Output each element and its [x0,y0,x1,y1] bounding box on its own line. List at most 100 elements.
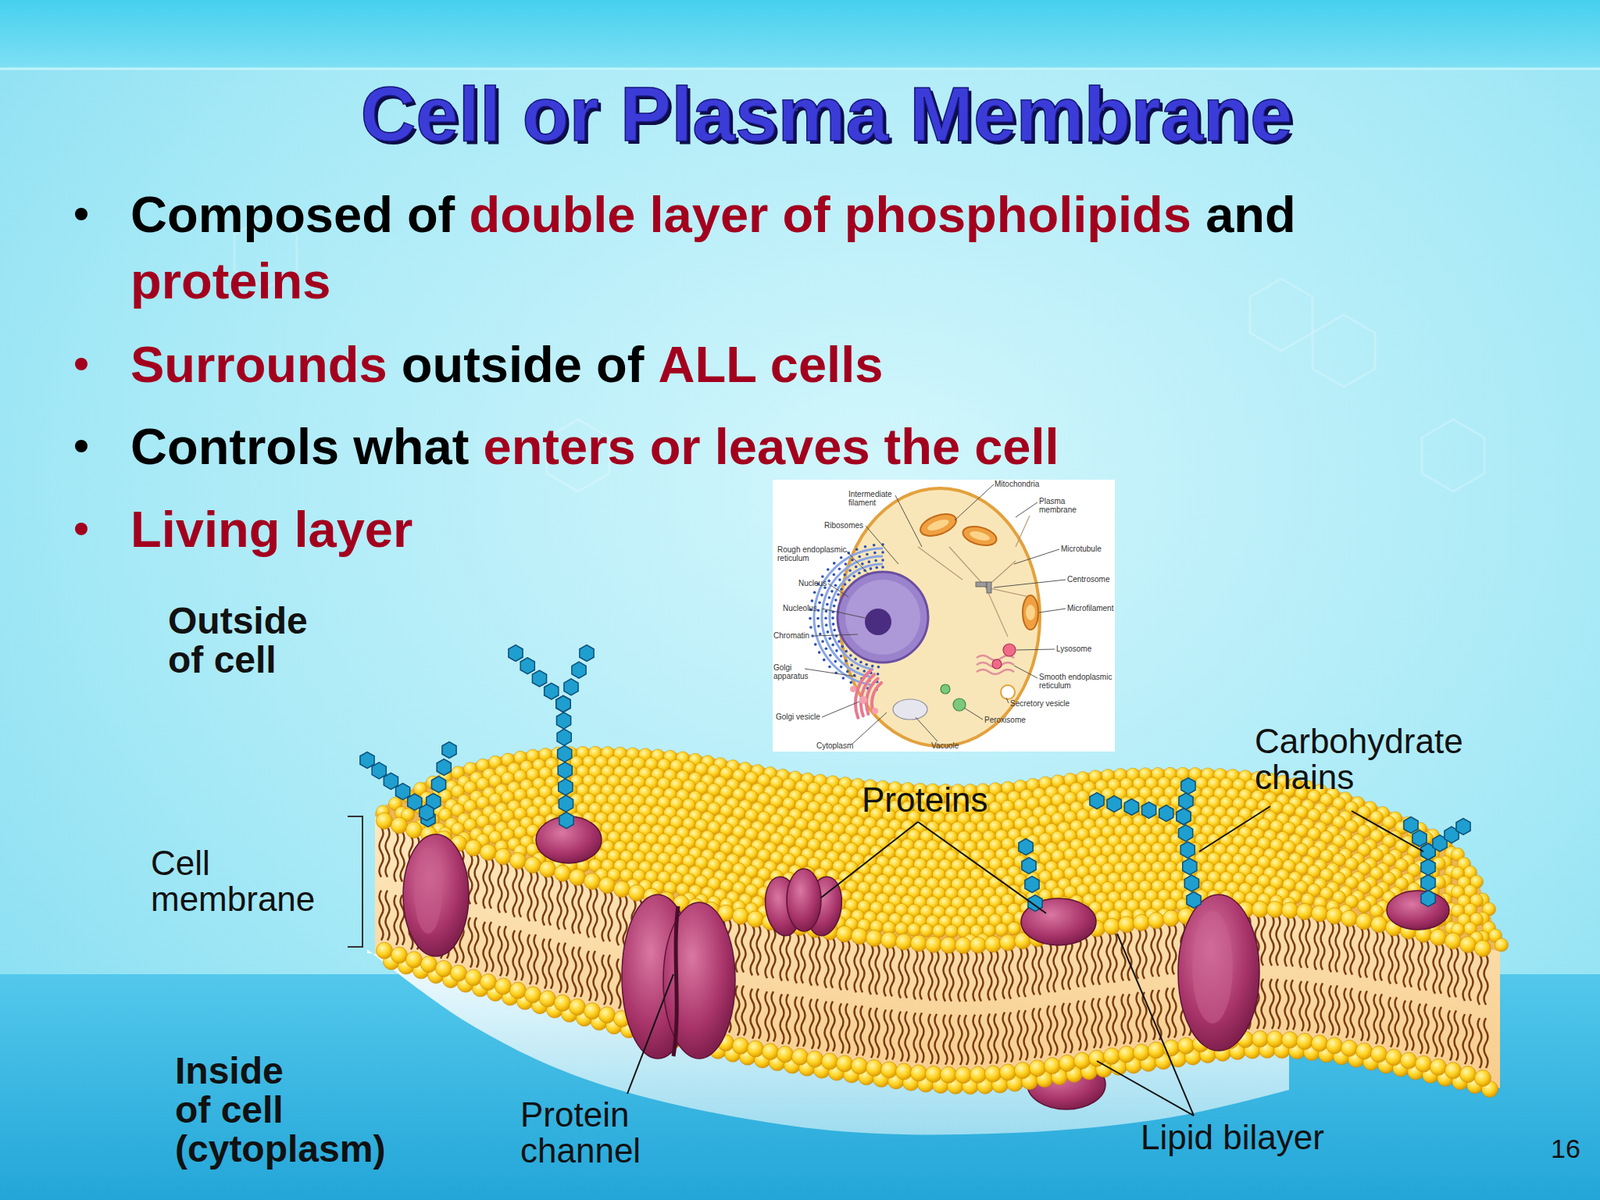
sugar-unit [558,795,573,812]
phospholipid-head [881,932,898,949]
phospholipid-head [1296,1032,1314,1050]
fatty-acid-tail [519,867,524,918]
phospholipid-head [807,1050,824,1068]
smooth-er-tubule [976,669,1015,675]
fatty-acid-tail [973,1014,978,1065]
fatty-acid-tail [825,1001,829,1052]
fatty-acid-tail [1151,926,1156,977]
phospholipid-head [1014,1062,1032,1079]
golgi-vesicle [859,696,868,704]
ribosome [856,667,860,671]
phospholipid-head [554,864,572,882]
phospholipid-head [599,1007,616,1024]
fatty-acid-tail [950,1014,954,1065]
fatty-acid-tail [1395,933,1400,984]
phospholipid-head [421,956,438,973]
leader-line [846,550,869,575]
ribosome [835,649,839,653]
fatty-acid-tail [1039,1007,1043,1058]
ribosome [817,609,821,613]
golgi-vesicle [871,707,879,715]
inset-background [772,479,1115,752]
centriole [975,582,987,587]
leader-line [1199,806,1271,852]
fatty-acid-tail [1136,992,1141,1043]
fatty-acid-tail [771,991,776,1042]
fatty-acid-tail [1077,1000,1082,1051]
fatty-acid-tail [498,925,503,976]
fatty-acid-tail [528,934,533,985]
ribosome [824,616,828,620]
fatty-acid-tail [1433,943,1438,994]
phospholipid-head [569,998,586,1015]
fatty-acid-tail [1107,932,1111,983]
fatty-acid-tail [920,949,925,1000]
fatty-acid-tail [1083,1000,1088,1051]
top-band [0,0,1600,69]
channel-protein [663,902,736,1059]
fatty-acid-tail [1374,930,1379,981]
fatty-acid-tail [920,1012,925,1063]
fatty-acid-tail [1359,927,1364,978]
phospholipid-head [1430,928,1447,946]
phospholipid-head [1371,916,1388,933]
fatty-acid-tail [1107,996,1111,1047]
fatty-acid-tail [780,930,785,981]
phospholipid-head [1430,1058,1447,1075]
ribosome [876,672,880,676]
fatty-acid-tail [1032,944,1037,995]
leader-line [895,495,922,547]
fatty-acid-tail [475,917,479,968]
ribosome [853,657,858,661]
phospholipid-head [1000,934,1017,951]
mitochondrion-inner [926,517,951,533]
fatty-acid-tail [1121,930,1126,981]
fatty-acid-tail [914,949,918,1000]
fatty-acid-tail [757,925,761,975]
fatty-acid-tail [513,930,518,981]
phospholipid-head [391,817,408,834]
phospholipid-head [762,1043,779,1061]
ribosome [855,547,859,551]
mitochondrion [917,510,959,541]
ribosome [826,630,830,634]
leader-line [627,974,674,1094]
leader-line [1006,697,1009,704]
fatty-acid-tail [578,946,583,997]
fatty-acid-tail [854,1005,859,1056]
sugar-unit [1018,839,1033,856]
filament [1015,515,1030,547]
fatty-acid-tail [1335,921,1340,972]
phospholipid-head [910,935,928,952]
fatty-acid-tail [578,883,583,934]
fatty-acid-tail [1062,939,1067,990]
fatty-acid-tail [1098,935,1103,986]
bilayer-cross-section [375,816,1500,1089]
phospholipid-head [1282,902,1299,919]
sugar-unit [571,661,586,679]
leader-line [964,707,983,720]
fatty-acid-tail [1306,917,1311,968]
fatty-acid-tail [394,832,399,883]
ribosome [865,553,869,557]
phospholipid-head [1370,904,1384,918]
phospholipid-head [1103,917,1121,935]
phospholipid-head [881,1061,898,1079]
fatty-acid-tail [884,946,889,997]
small-organelles [892,643,1016,720]
hexagon-watermark [1421,419,1485,492]
sugar-unit [544,682,559,700]
fatty-acid-tail [1359,990,1364,1041]
ribosome [813,590,817,594]
leader-line [1016,649,1055,650]
ribosome [874,559,878,563]
fatty-acid-tail [964,1014,969,1065]
fatty-acid-tail [1389,996,1393,1047]
fatty-acid-tail [1128,930,1133,981]
fatty-acid-tail [1344,988,1349,1039]
fatty-acid-tail [1270,915,1275,966]
fatty-acid-tail [1425,940,1429,991]
ribosome [808,617,812,621]
fatty-acid-tail [765,991,770,1042]
phospholipid-head [1148,912,1165,929]
